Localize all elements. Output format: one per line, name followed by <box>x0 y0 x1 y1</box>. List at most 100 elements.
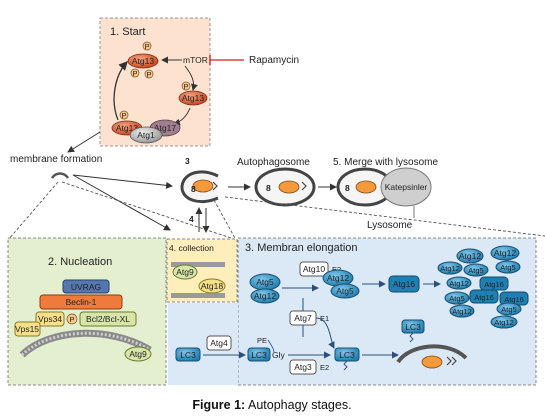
atg9-node <box>124 346 152 362</box>
lc3-gly-node <box>247 347 271 362</box>
uvrag-node <box>62 279 110 294</box>
atg10-label: Atg10 <box>303 264 325 274</box>
atg13-label: Atg13 <box>182 93 204 103</box>
e1-label: E1 <box>320 314 329 323</box>
cycle-arrow <box>184 65 198 91</box>
phosphate-icon <box>144 69 154 79</box>
zoom-line <box>213 199 237 241</box>
atg5-label: Atg5 <box>501 305 516 314</box>
cycle-arrow <box>113 61 128 121</box>
atg13-node <box>127 53 159 69</box>
mtor-label: mTOR <box>183 55 208 65</box>
atg16-label: Atg16 <box>474 293 494 302</box>
elongation-panel: 3. Membran elongation Atg10 E2 Atg5 Atg1… <box>168 237 537 386</box>
membrane-arc-inner <box>20 331 151 357</box>
nucleation-title: 2. Nucleation <box>48 256 112 268</box>
vps34-label: Vps34 <box>38 314 62 324</box>
rapamycin-label: Rapamycin <box>249 55 299 66</box>
atg9-node <box>172 264 198 280</box>
cargo-label: 8 <box>266 183 271 193</box>
zoom-line <box>224 196 545 237</box>
bcl-label: Bcl2/Bcl-XL <box>86 314 130 324</box>
start-title: 1. Start <box>110 26 145 38</box>
cargo-icon <box>446 356 452 366</box>
phagophore-icon <box>50 172 70 179</box>
uvrag-label: UVRAG <box>71 282 101 292</box>
atg1-label: Atg1 <box>137 130 155 140</box>
e2-label: E2 <box>320 363 329 372</box>
lc3-label: LC3 <box>180 350 196 360</box>
lc3-gly-label: LC3 <box>251 350 267 360</box>
phosphate-icon <box>130 68 140 78</box>
phosphate-icon <box>119 110 129 120</box>
atg5-label: Atg5 <box>449 294 464 303</box>
mitochondrion-icon <box>421 355 443 369</box>
vps34-node <box>35 311 65 327</box>
to-step3-arrow <box>72 174 173 189</box>
phosphate-label: P <box>69 315 74 324</box>
autophagosome-label: Autophagosome <box>237 157 310 168</box>
autolysosome: 8 Katepsinler <box>336 167 432 207</box>
atg13-node <box>178 90 208 106</box>
mitochondrion-icon <box>278 180 300 194</box>
zoom-line <box>61 181 238 241</box>
figure-caption: Figure 1: Autophagy stages. <box>192 398 351 412</box>
beclin-node <box>39 294 123 310</box>
phosphate-label: P <box>121 111 126 120</box>
lipid-anchor-icon <box>409 332 414 343</box>
vps15-node <box>14 321 41 337</box>
gly-label: Gly <box>272 350 286 360</box>
lysosome-label: Lysosome <box>367 220 413 231</box>
start-to-membrane-arrow <box>67 131 101 153</box>
atg12-label: Atg12 <box>440 264 460 273</box>
katepsinler-label: Katepsinler <box>385 182 428 192</box>
membrane-segment <box>171 262 225 267</box>
e1-to-lc3-arrow <box>315 317 335 349</box>
lc3-label: LC3 <box>405 322 421 332</box>
bcl-node <box>79 311 137 327</box>
atg10-box <box>299 261 329 277</box>
atg3-box <box>289 359 317 375</box>
phosphate-label: P <box>183 82 188 91</box>
atg12-atg5-atg16-complex: Atg12 Atg12 Atg12 Atg5 Atg5 Atg16 Atg12 … <box>437 245 529 329</box>
atg13-label: Atg13 <box>132 56 154 66</box>
lc3-node <box>175 347 201 362</box>
collection-title: 4. collection <box>169 243 214 253</box>
atg16-label: Atg16 <box>484 280 504 289</box>
membrane-segment <box>171 293 225 298</box>
atg9-label: Atg9 <box>129 349 147 359</box>
atg17-label: Atg17 <box>154 123 176 133</box>
cargo-label: 8 <box>345 183 350 193</box>
atg4-label: Atg4 <box>210 338 228 348</box>
phosphate-label: P <box>132 69 137 78</box>
atg13-label: Atg13 <box>116 123 138 133</box>
to-collection-arrow <box>72 174 171 231</box>
phosphate-icon <box>142 41 152 51</box>
atg16-box <box>388 275 420 293</box>
mitochondrion-icon <box>355 180 377 194</box>
start-panel: 1. Start Atg13 P P P mTOR Rapamycin Atg1… <box>99 17 299 147</box>
atg5-label: Atg5 <box>468 266 483 275</box>
atg12-node <box>250 288 280 304</box>
atg18-node <box>198 278 226 294</box>
atg9-label: Atg9 <box>176 267 194 277</box>
zoom-line <box>7 181 59 241</box>
elongation-title: 3. Membran elongation <box>245 242 358 254</box>
pe-link <box>267 339 275 353</box>
atg12-label: Atg12 <box>494 318 514 327</box>
atg3-label: Atg3 <box>294 362 312 372</box>
caption-text: Autophagy stages. <box>245 398 351 412</box>
autophagosome-vesicle: 8 <box>254 167 316 207</box>
atg4-box <box>206 335 232 351</box>
phosphate-label: P <box>144 42 149 51</box>
atg5-label: Atg5 <box>256 277 274 287</box>
lc3-pe-label: LC3 <box>339 350 355 360</box>
merge-label: 5. Merge with lysosome <box>333 157 438 168</box>
atg12-label: Atg12 <box>494 248 516 258</box>
phosphate-icon <box>181 81 191 91</box>
nucleation-panel: 2. Nucleation UVRAG Beclin-1 Vps34 P Bcl… <box>7 237 167 386</box>
atg1-node <box>129 126 163 144</box>
phagophore-vesicle: 8 <box>180 170 219 203</box>
phosphate-icon <box>66 313 78 325</box>
